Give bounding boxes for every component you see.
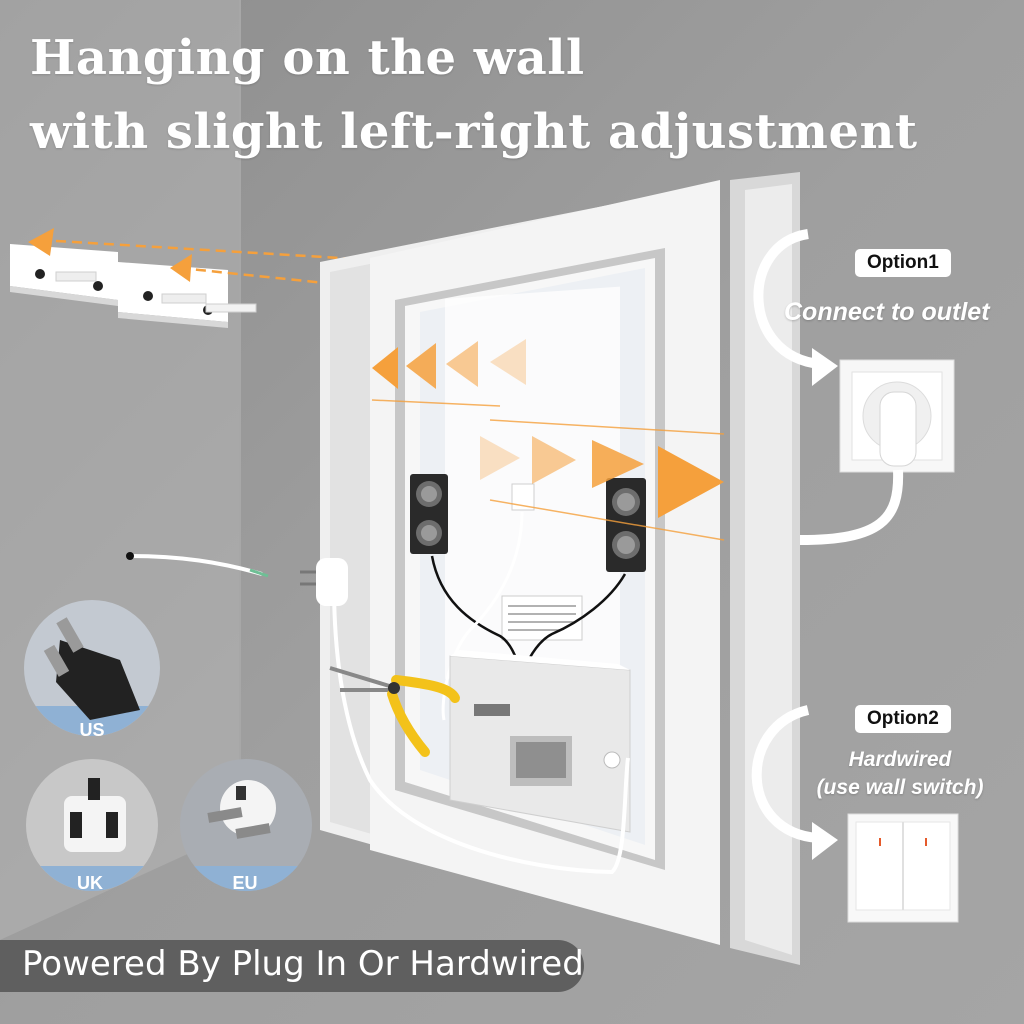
us-plug-photo <box>24 600 160 736</box>
option1-text: Connect to outlet <box>784 298 990 326</box>
option1-arrow <box>753 229 821 369</box>
headline-line-2: with slight left-right adjustment <box>30 104 918 160</box>
footer-banner <box>0 940 584 992</box>
wall-outlet-icon <box>839 359 955 473</box>
option2-text-line2: (use wall switch) <box>816 776 984 799</box>
option1-badge: Option1 <box>855 249 951 277</box>
footer-text: Powered By Plug In Or Hardwired <box>22 944 584 984</box>
wall-brackets <box>10 244 257 328</box>
plug-label-us: US <box>79 720 105 740</box>
mirror-label-sticker <box>501 595 583 641</box>
option2-text: Hardwired (use wall switch) <box>800 746 1000 802</box>
option2-arrow <box>751 705 819 843</box>
adjust-arrows-left <box>372 339 526 389</box>
option2-badge: Option2 <box>855 705 951 733</box>
plug-label-eu: EU <box>232 873 258 893</box>
option2-text-line1: Hardwired <box>848 748 952 771</box>
arrow-left-icon <box>28 228 54 256</box>
speaker-right <box>606 478 646 572</box>
eu-plug <box>300 558 348 606</box>
uk-plug-photo <box>26 759 158 891</box>
wire-cutter-icon <box>329 666 460 757</box>
adjust-arrows-right <box>480 436 724 518</box>
plug-label-uk: UK <box>77 873 103 893</box>
headline-line-1: Hanging on the wall <box>30 30 585 86</box>
control-box <box>449 650 631 833</box>
speaker-left <box>410 474 448 554</box>
power-cable <box>332 584 630 875</box>
arrow-left-icon <box>170 254 192 282</box>
wall-switch-icon <box>847 813 959 923</box>
